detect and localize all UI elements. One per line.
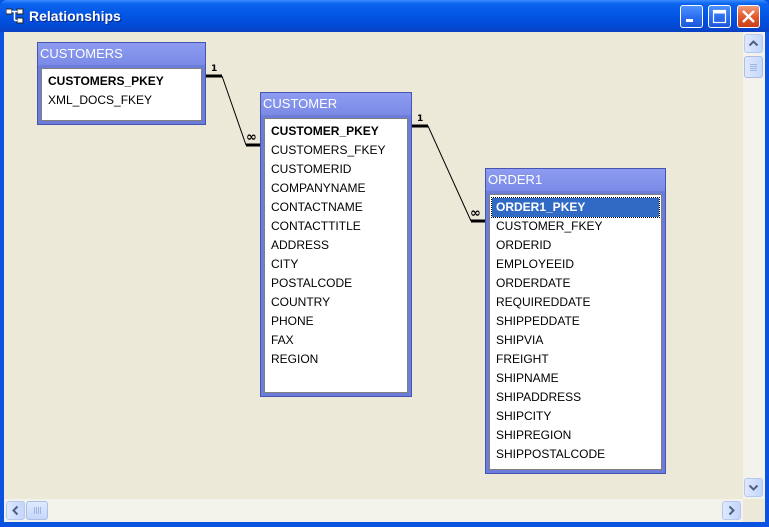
close-button[interactable] bbox=[737, 5, 760, 28]
table-customer[interactable]: CUSTOMER CUSTOMER_PKEY CUSTOMERS_FKEY CU… bbox=[260, 92, 412, 397]
field-item[interactable]: SHIPREGION bbox=[496, 428, 572, 442]
field-item[interactable]: REQUIREDDATE bbox=[496, 295, 591, 309]
close-icon bbox=[742, 10, 755, 23]
field-item[interactable]: SHIPVIA bbox=[496, 333, 544, 347]
table-customers[interactable]: CUSTOMERS CUSTOMERS_PKEY XML_DOCS_FKEY bbox=[37, 42, 206, 125]
field-item[interactable]: CUSTOMERID bbox=[271, 162, 352, 176]
field-item[interactable]: CUSTOMER_PKEY bbox=[271, 124, 379, 138]
field-item[interactable]: ORDERID bbox=[496, 238, 552, 252]
many-label: ∞ bbox=[246, 130, 257, 145]
window-title: Relationships bbox=[29, 8, 121, 24]
scroll-down-button[interactable] bbox=[744, 478, 763, 497]
relationships-canvas[interactable]: 1 ∞ 1 ∞ CUSTOMERS CUSTOMERS_PKEY XML_DOC… bbox=[4, 32, 743, 499]
minimize-icon bbox=[686, 19, 693, 22]
title-bar[interactable]: Relationships bbox=[0, 0, 769, 32]
maximize-button[interactable] bbox=[708, 5, 731, 28]
scrollbar-corner bbox=[743, 499, 765, 522]
arrow-up-icon bbox=[748, 40, 759, 47]
field-item[interactable]: REGION bbox=[271, 352, 319, 366]
field-item[interactable]: SHIPNAME bbox=[496, 371, 559, 385]
many-label: ∞ bbox=[470, 206, 481, 221]
arrow-left-icon bbox=[12, 505, 19, 516]
field-item[interactable]: FREIGHT bbox=[496, 352, 549, 366]
field-item[interactable]: POSTALCODE bbox=[271, 276, 353, 290]
field-list[interactable]: ORDER1_PKEY CUSTOMER_FKEY ORDERID EMPLOY… bbox=[489, 194, 662, 470]
table-order1[interactable]: ORDER1 ORDER1_PKEY CUSTOMER_FKEY ORDERID… bbox=[485, 168, 666, 474]
maximize-icon bbox=[712, 9, 727, 24]
field-list[interactable]: CUSTOMER_PKEY CUSTOMERS_FKEY CUSTOMERID … bbox=[264, 118, 408, 393]
table-title[interactable]: ORDER1 bbox=[486, 169, 665, 191]
one-label: 1 bbox=[211, 64, 218, 74]
horizontal-scrollbar[interactable] bbox=[4, 499, 743, 522]
field-item[interactable]: COMPANYNAME bbox=[271, 181, 366, 195]
relationship-lines bbox=[206, 74, 486, 223]
field-item[interactable]: PHONE bbox=[271, 314, 314, 328]
field-item[interactable]: ORDERDATE bbox=[496, 276, 571, 290]
field-list[interactable]: CUSTOMERS_PKEY XML_DOCS_FKEY bbox=[41, 68, 202, 121]
field-item[interactable]: XML_DOCS_FKEY bbox=[48, 93, 153, 107]
one-label: 1 bbox=[417, 114, 424, 124]
horizontal-scroll-thumb[interactable] bbox=[26, 501, 48, 520]
scroll-right-button[interactable] bbox=[722, 501, 741, 520]
relationship-customer-order1[interactable] bbox=[411, 124, 486, 223]
field-item[interactable]: CONTACTNAME bbox=[271, 200, 363, 214]
vertical-scroll-thumb[interactable] bbox=[744, 56, 763, 78]
field-item[interactable]: CUSTOMERS_PKEY bbox=[48, 74, 164, 88]
vertical-scrollbar[interactable] bbox=[743, 32, 765, 499]
field-item[interactable]: CUSTOMERS_FKEY bbox=[271, 143, 386, 157]
field-item-selected[interactable]: ORDER1_PKEY bbox=[491, 197, 660, 218]
minimize-button[interactable] bbox=[680, 5, 703, 28]
scroll-up-button[interactable] bbox=[744, 34, 763, 53]
field-item[interactable]: SHIPADDRESS bbox=[496, 390, 582, 404]
relationship-customers-customer[interactable] bbox=[206, 74, 261, 147]
relationships-icon bbox=[6, 8, 24, 24]
field-item[interactable]: CITY bbox=[271, 257, 299, 271]
field-item[interactable]: SHIPPOSTALCODE bbox=[496, 447, 606, 461]
field-item[interactable]: FAX bbox=[271, 333, 294, 347]
field-item[interactable]: SHIPPEDDATE bbox=[496, 314, 580, 328]
field-item[interactable]: CONTACTTITLE bbox=[271, 219, 361, 233]
arrow-right-icon bbox=[728, 505, 735, 516]
table-title[interactable]: CUSTOMER bbox=[261, 93, 411, 115]
field-item[interactable]: ADDRESS bbox=[271, 238, 330, 252]
field-item[interactable]: EMPLOYEEID bbox=[496, 257, 575, 271]
field-item[interactable]: COUNTRY bbox=[271, 295, 331, 309]
scroll-left-button[interactable] bbox=[6, 501, 25, 520]
table-title[interactable]: CUSTOMERS bbox=[38, 43, 205, 65]
field-item[interactable]: SHIPCITY bbox=[496, 409, 552, 423]
arrow-down-icon bbox=[748, 484, 759, 491]
field-item[interactable]: CUSTOMER_FKEY bbox=[496, 219, 603, 233]
